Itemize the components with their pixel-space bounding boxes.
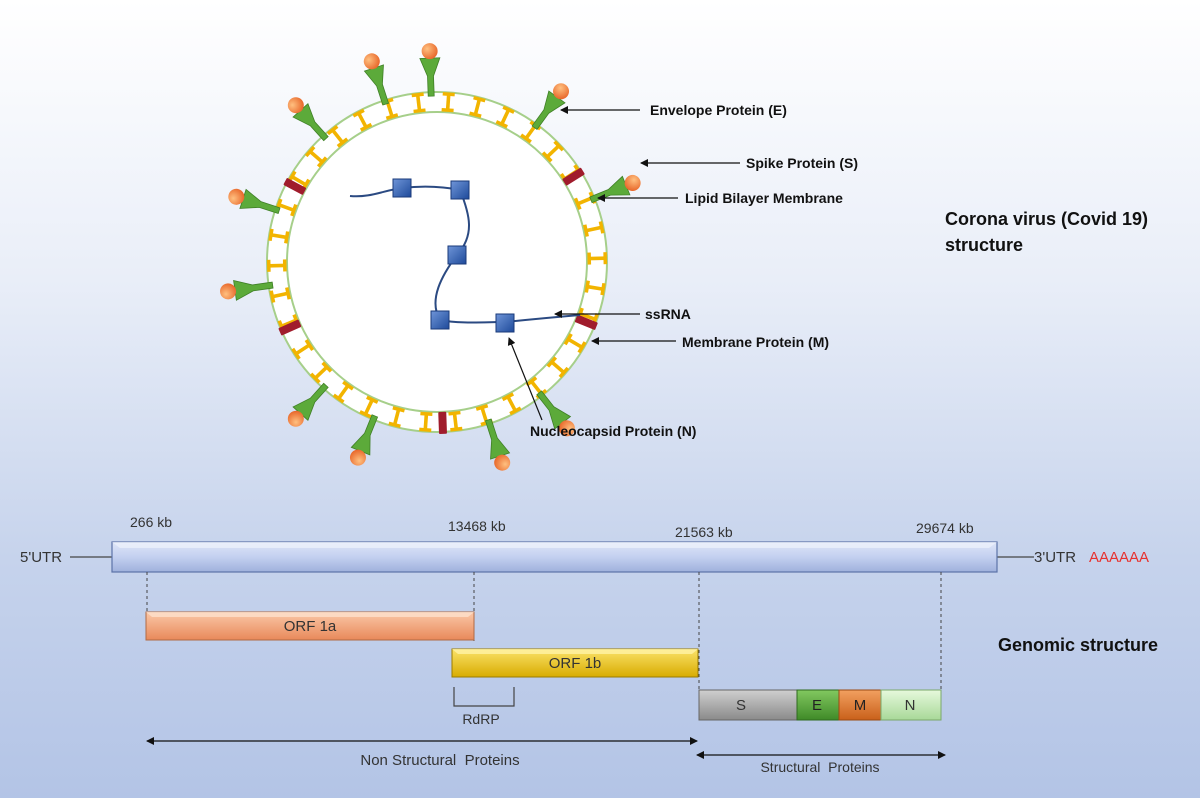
genome-bar-bevel <box>112 542 997 548</box>
membrane-protein <box>546 356 570 379</box>
gene-n-label: N <box>905 697 916 714</box>
spike-protein <box>531 83 570 131</box>
membrane-protein <box>291 339 315 360</box>
membrane-protein <box>469 95 486 118</box>
envelope-protein <box>283 178 307 195</box>
gene-s-box <box>698 689 798 721</box>
membrane-protein <box>441 91 455 113</box>
virus-title-line2: structure <box>945 235 1023 255</box>
nucleocapsid-pointer <box>507 337 543 421</box>
gene-s-label: S <box>736 697 746 714</box>
spike-protein <box>287 382 329 427</box>
envelope-proteins <box>278 167 598 435</box>
membrane-protein <box>448 410 463 432</box>
spike-protein <box>220 279 274 301</box>
position-label: 21563 kb <box>675 524 733 540</box>
spike-protein-label: Spike Protein (S) <box>746 155 858 171</box>
membrane-protein <box>309 361 333 384</box>
membrane-protein <box>268 228 290 244</box>
membrane-protein <box>563 333 587 354</box>
membrane-protein <box>541 140 565 163</box>
membrane-protein <box>266 259 287 272</box>
nucleocapsid-bead <box>430 310 450 330</box>
spike-proteins <box>220 43 641 471</box>
genomic-structure-title: Genomic structure <box>998 635 1158 655</box>
gene-m-label: M <box>854 697 867 714</box>
nucleocapsid-protein-label: Nucleocapsid Protein (N) <box>530 423 696 439</box>
virus-particle <box>220 43 641 471</box>
position-label: 266 kb <box>130 514 172 530</box>
nucleocapsid-bead <box>450 180 470 200</box>
gene-e-label: E <box>812 697 822 714</box>
membrane-protein <box>411 92 426 114</box>
virus-leader-lines <box>507 106 740 421</box>
utr3-label: 3'UTR <box>1034 549 1076 566</box>
gene-n-box <box>880 689 942 721</box>
membrane-protein <box>501 392 522 416</box>
membrane-protein <box>583 221 605 237</box>
envelope-protein-label: Envelope Protein (E) <box>650 102 787 118</box>
poly-a-tail: AAAAAA <box>1089 549 1149 566</box>
nucleocapsid-bead <box>447 245 467 265</box>
spike-protein <box>484 418 511 471</box>
orf1b-bevel <box>452 649 698 654</box>
membrane-protein <box>269 287 291 303</box>
virus-title-line1: Corona virus (Covid 19) <box>945 209 1148 229</box>
position-guides <box>146 572 942 690</box>
membrane-protein <box>332 380 354 404</box>
gene-e-box <box>796 689 840 721</box>
utr5-label: 5'UTR <box>20 549 62 566</box>
membrane-protein <box>388 406 405 429</box>
membrane-protein <box>587 252 608 265</box>
nucleocapsid-bead <box>495 313 515 333</box>
membrane-protein <box>352 108 373 132</box>
lipid-bilayer-label: Lipid Bilayer Membrane <box>685 190 843 206</box>
spike-protein <box>363 53 390 106</box>
structural-label: Structural Proteins <box>760 759 879 775</box>
membrane-protein <box>304 145 328 168</box>
spike-protein <box>419 43 441 97</box>
orf1a-bevel <box>146 612 474 617</box>
spike-protein <box>349 414 379 466</box>
membrane-protein <box>495 105 515 129</box>
membrane-protein-label: Membrane Protein (M) <box>682 334 829 350</box>
orf1a-label: ORF 1a <box>284 618 337 635</box>
membrane-protein <box>584 280 606 296</box>
spike-protein <box>287 97 329 142</box>
rdrp-label: RdRP <box>462 711 499 727</box>
spike-protein <box>536 390 575 437</box>
membrane-protein <box>326 124 349 148</box>
spike-protein <box>228 188 281 215</box>
rdrp-bracket <box>453 687 515 707</box>
ssrna-label: ssRNA <box>645 306 691 322</box>
virus-labels: Envelope Protein (E) Spike Protein (S) L… <box>530 102 858 439</box>
membrane-protein <box>359 395 379 419</box>
non-structural-label: Non Structural Proteins <box>360 752 519 769</box>
nucleocapsid-bead <box>392 178 412 198</box>
genome-diagram: 5'UTR 3'UTR AAAAAA 266 kb 13468 kb 21563… <box>20 514 1158 775</box>
position-label: 29674 kb <box>916 520 974 536</box>
membrane-protein <box>419 411 433 433</box>
envelope-protein <box>562 167 585 186</box>
orf1b-label: ORF 1b <box>549 655 602 672</box>
envelope-protein <box>574 314 598 330</box>
virus-envelope-inner <box>286 111 588 413</box>
envelope-protein <box>438 411 447 435</box>
envelope-protein <box>278 319 302 336</box>
position-label: 13468 kb <box>448 518 506 534</box>
